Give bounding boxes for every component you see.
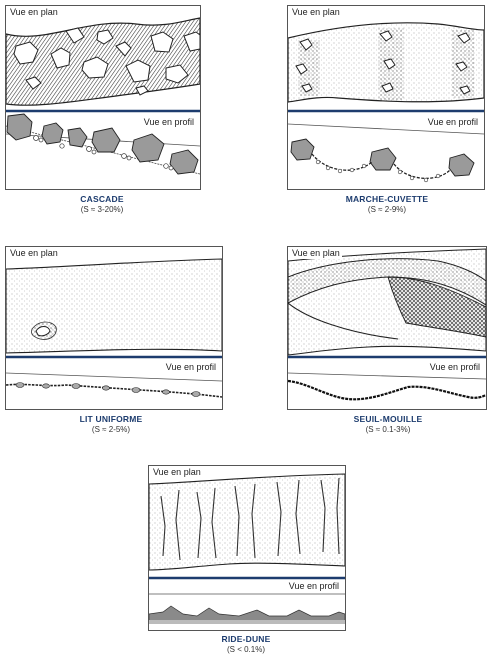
caption-title: RIDE-DUNE <box>176 634 316 645</box>
caption-title: LIT UNIFORME <box>41 414 181 425</box>
caption-cascade: CASCADE (S ≈ 3-20%) <box>32 194 172 215</box>
panel-seuil-mouille: Vue en plan Vue en profil <box>287 246 487 410</box>
profile-view-label: Vue en profil <box>142 117 196 128</box>
plan-view-label: Vue en plan <box>151 467 203 478</box>
caption-title: CASCADE <box>32 194 172 205</box>
profile-view-label: Vue en profil <box>164 362 218 373</box>
lit-uniforme-illustration <box>6 247 222 409</box>
seuil-mouille-illustration <box>288 247 486 409</box>
panel-marche-cuvette: Vue en plan Vue en profil <box>287 5 485 190</box>
plan-view-label: Vue en plan <box>290 7 342 18</box>
caption-ride-dune: RIDE-DUNE (S < 0.1%) <box>176 634 316 655</box>
caption-slope: (S ≈ 3-20%) <box>32 205 172 215</box>
caption-title: MARCHE-CUVETTE <box>317 194 457 205</box>
caption-slope: (S ≈ 2-9%) <box>317 205 457 215</box>
caption-marche-cuvette: MARCHE-CUVETTE (S ≈ 2-9%) <box>317 194 457 215</box>
panel-cascade: Vue en plan Vue en profil <box>5 5 201 190</box>
caption-seuil-mouille: SEUIL-MOUILLE (S ≈ 0.1-3%) <box>318 414 458 435</box>
plan-view-label: Vue en plan <box>8 7 60 18</box>
caption-lit-uniforme: LIT UNIFORME (S ≈ 2-5%) <box>41 414 181 435</box>
profile-view-label: Vue en profil <box>428 362 482 373</box>
panel-lit-uniforme: Vue en plan Vue en profil <box>5 246 223 410</box>
profile-view-label: Vue en profil <box>426 117 480 128</box>
profile-view-label: Vue en profil <box>287 581 341 592</box>
ride-dune-illustration <box>149 466 345 630</box>
caption-slope: (S ≈ 2-5%) <box>41 425 181 435</box>
caption-slope: (S ≈ 0.1-3%) <box>318 425 458 435</box>
marche-cuvette-illustration <box>288 6 484 189</box>
caption-slope: (S < 0.1%) <box>176 645 316 655</box>
panel-ride-dune: Vue en plan Vue en profil <box>148 465 346 631</box>
caption-title: SEUIL-MOUILLE <box>318 414 458 425</box>
plan-view-label: Vue en plan <box>8 248 60 259</box>
cascade-illustration <box>6 6 200 189</box>
plan-view-label: Vue en plan <box>290 248 342 259</box>
